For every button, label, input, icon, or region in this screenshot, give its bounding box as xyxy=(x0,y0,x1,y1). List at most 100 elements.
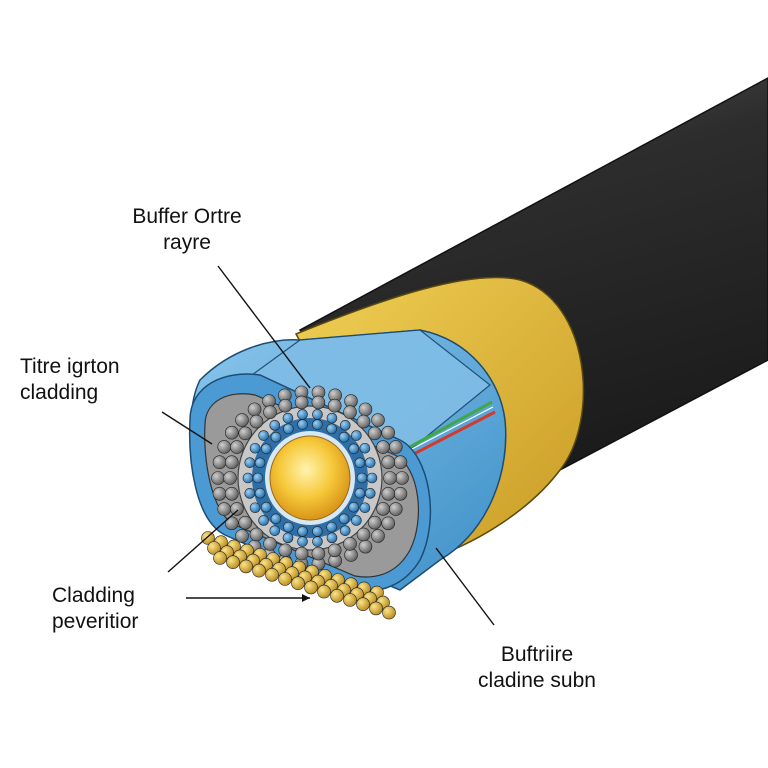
buffer-strand xyxy=(312,419,323,430)
braid-strand xyxy=(376,440,390,454)
braid-strand xyxy=(294,546,309,561)
label-buffer-outer-layer: Buffer Ortre rayre xyxy=(112,204,262,256)
fiber-strands xyxy=(405,400,496,458)
braid-strand xyxy=(356,527,371,542)
braid-strand xyxy=(224,487,239,501)
braid-strand xyxy=(217,440,232,454)
label-top-line1: Buffer Ortre xyxy=(132,205,242,228)
fiber-core xyxy=(269,435,351,521)
braid-strand xyxy=(381,516,396,531)
buffer-strand xyxy=(297,536,308,547)
braid-strand xyxy=(212,487,227,501)
buffer-strand xyxy=(351,430,362,441)
buffer-strand xyxy=(297,409,308,420)
buffer-strand xyxy=(283,521,294,533)
braid-strand xyxy=(278,398,293,413)
braid-strand xyxy=(388,502,403,516)
buffer-strand xyxy=(258,430,269,441)
braid-strand xyxy=(278,543,293,558)
yarn-strand xyxy=(213,551,227,565)
buffer-strand xyxy=(339,525,351,536)
leader-lines xyxy=(161,265,495,626)
braid-strand xyxy=(249,527,264,542)
buffer-strand xyxy=(282,412,294,424)
buffer-strand xyxy=(348,443,360,455)
braid-strand xyxy=(223,471,237,485)
label-cladding-protection: Cladding peveritior xyxy=(52,583,138,635)
label-bottom-left-line2: peveritior xyxy=(52,610,139,633)
braid-strand xyxy=(224,516,239,531)
yarn-strand xyxy=(369,601,383,616)
braid-strand xyxy=(263,537,277,551)
braid-strand xyxy=(367,426,382,441)
buffer-strand xyxy=(326,532,338,544)
buffer-strand xyxy=(242,472,254,484)
label-buffer-cladding: Buftriire cladine subn xyxy=(452,642,622,694)
braid-strand xyxy=(212,455,227,469)
yarn-strand xyxy=(265,567,279,582)
buffer-strand xyxy=(249,502,261,514)
buffer-strand xyxy=(297,419,308,430)
buffer-strand xyxy=(356,472,368,484)
buffer-strand xyxy=(326,423,337,435)
braid-strand xyxy=(249,414,264,429)
braid-strand xyxy=(383,471,397,485)
buffer-strand xyxy=(348,501,360,513)
buffer-strand xyxy=(258,515,269,526)
buffer-strand xyxy=(270,431,282,443)
braid-strand xyxy=(224,455,239,469)
yarn-strand xyxy=(330,588,344,603)
buffer-strand xyxy=(364,488,376,499)
buffer-strand xyxy=(339,420,351,431)
braid-strand xyxy=(393,487,408,501)
buffer-strand xyxy=(359,502,371,514)
yarn-strand xyxy=(278,572,292,586)
braid-strand xyxy=(327,543,342,558)
braid-strand xyxy=(376,502,390,516)
buffer-strand xyxy=(354,457,366,469)
braid-strand xyxy=(327,398,342,413)
buffer-strand xyxy=(297,526,308,537)
yarn-strand xyxy=(226,555,240,570)
buffer-strand xyxy=(283,423,294,435)
yarn-strands xyxy=(201,531,396,620)
buffer-strand xyxy=(249,442,261,454)
braid-strand xyxy=(358,539,373,554)
braid-strand xyxy=(238,426,253,441)
buffer-strand xyxy=(244,457,256,468)
yarn-strand xyxy=(343,593,357,607)
leader-line-bottom-right xyxy=(435,547,495,626)
arrow-heads xyxy=(302,594,310,602)
braid-strand xyxy=(381,455,396,469)
label-inner-cladding: Titre igrton cladding xyxy=(20,354,120,406)
buffer-strand xyxy=(326,521,337,533)
leader-line-left xyxy=(161,411,213,445)
label-bottom-right-line2: cladine subn xyxy=(478,669,596,692)
yarn-strand xyxy=(317,584,331,599)
braid-strand xyxy=(358,402,373,417)
buffer-strand xyxy=(270,513,282,525)
yarn-strand xyxy=(356,597,370,612)
braid-strand xyxy=(371,529,385,543)
braid-strand xyxy=(356,414,371,429)
label-left-line2: cladding xyxy=(20,381,99,404)
braid-strand xyxy=(381,425,396,440)
braid-strand xyxy=(263,405,277,419)
buffer-strand xyxy=(312,526,323,537)
buffer-strand xyxy=(269,420,281,431)
buffer-strand xyxy=(312,536,323,547)
buffer-strand xyxy=(269,525,281,536)
braid-strand xyxy=(235,529,249,543)
braid-strand xyxy=(393,455,408,469)
braid-strand xyxy=(247,402,262,417)
buffer-strand xyxy=(364,457,376,468)
leader-line-top xyxy=(217,265,311,389)
braid-strand xyxy=(217,502,232,516)
buffer-strand xyxy=(282,532,294,544)
buffer-strand xyxy=(260,501,272,513)
yarn-strand xyxy=(252,563,266,578)
braid-strand xyxy=(224,425,239,440)
braid-strand xyxy=(311,546,326,561)
label-top-line2: rayre xyxy=(163,231,211,254)
inner-buffer-strands xyxy=(242,409,378,547)
